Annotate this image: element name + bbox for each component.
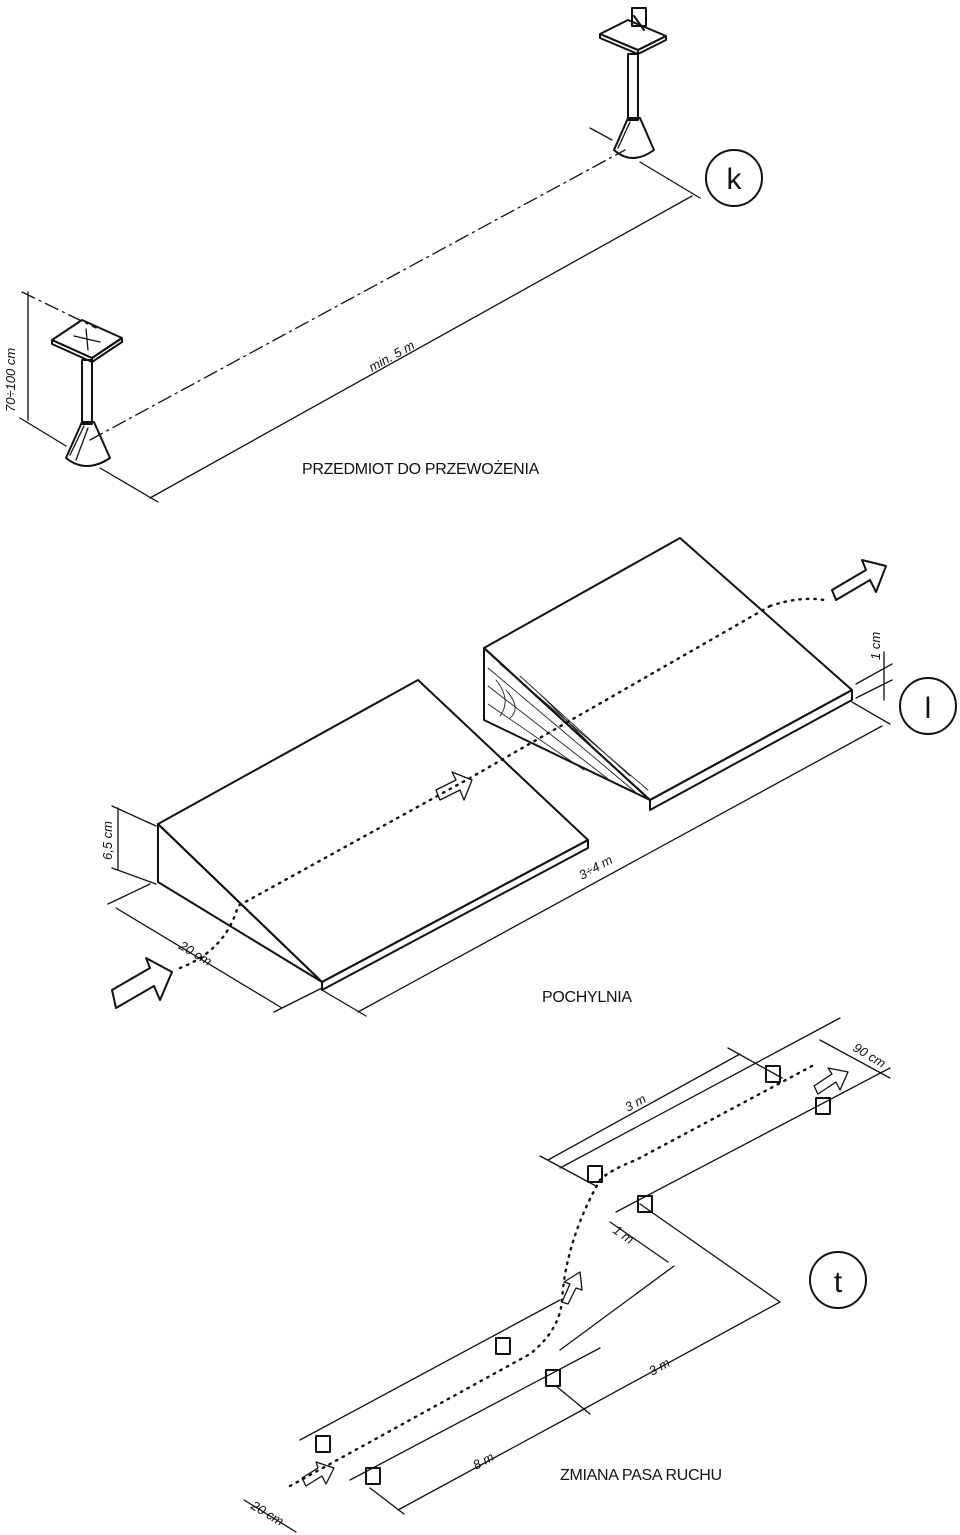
length-dimension-label: min. 5 m xyxy=(366,337,417,374)
cone-marker xyxy=(315,1435,331,1453)
ramp-length-dim-line xyxy=(357,725,883,1013)
wood-grain-hatch xyxy=(487,663,649,797)
label-circle-t xyxy=(809,1251,867,1309)
ramp-length-label: 3÷4 m xyxy=(576,852,615,883)
ramp-width-label: 20 cm xyxy=(176,937,215,969)
bottom-width-dim-line xyxy=(243,1499,297,1533)
lane-change-path xyxy=(288,1064,814,1488)
ramp-width-dim-line xyxy=(115,907,283,1009)
left-ramp xyxy=(157,679,589,991)
step-height-label: 1 cm xyxy=(868,632,883,660)
label-letter-l: l xyxy=(925,692,932,725)
dim-extension-left xyxy=(99,467,159,503)
cone-marker xyxy=(545,1369,561,1387)
mid-arrow-icon xyxy=(435,771,473,801)
cone-markers xyxy=(315,1065,831,1485)
right-ramp-front-edge xyxy=(649,689,853,811)
ramp-height-label: 6,5 cm xyxy=(100,821,115,860)
section-k: min. 5 m 70÷100 cm xyxy=(3,7,763,503)
upper-lane-line-a xyxy=(559,1017,841,1169)
label-circle-k xyxy=(705,149,763,207)
cone-marker xyxy=(637,1195,653,1213)
right-ramp xyxy=(483,537,853,811)
section-l: 6,5 cm 20 cm 3÷4 m 1 cm l POCHYLNIA xyxy=(100,537,957,1017)
lane-width-dim-line xyxy=(819,1039,891,1079)
entry-arrow-icon xyxy=(111,957,173,1009)
right-ramp-side xyxy=(483,647,651,801)
label-circle-l xyxy=(899,677,957,735)
shift-extension xyxy=(639,1203,781,1303)
cone-marker xyxy=(765,1065,781,1083)
shift-label: 1 m xyxy=(610,1222,636,1247)
exit-arrow-icon xyxy=(831,559,887,601)
top-length-dim-line xyxy=(547,1053,741,1161)
cone-marker xyxy=(587,1165,603,1183)
stand-axis-line xyxy=(89,149,626,441)
left-stand xyxy=(51,319,123,467)
mid-length-dim-line xyxy=(581,1301,781,1411)
shift-extension-lower xyxy=(559,1265,675,1351)
label-letter-k: k xyxy=(727,163,743,196)
section-t: 3 m 90 cm 1 m 3 m 8 m 20 cm t ZMIANA PAS… xyxy=(243,1017,891,1533)
label-letter-t: t xyxy=(834,1266,843,1299)
cone-marker xyxy=(365,1467,381,1485)
left-ramp-side xyxy=(157,823,323,983)
right-stand xyxy=(589,7,667,159)
travel-path xyxy=(178,604,772,970)
mid-length-label: 3 m xyxy=(646,1355,672,1379)
top-length-label: 3 m xyxy=(622,1091,648,1115)
caption-l: POCHYLNIA xyxy=(542,989,632,1006)
left-ramp-front-edge xyxy=(321,839,589,991)
dim-extension-right xyxy=(639,161,701,199)
caption-t: ZMIANA PASA RUCHU xyxy=(560,1467,722,1484)
shift-dim-line xyxy=(609,1221,669,1263)
height-dimension-label: 70÷100 cm xyxy=(3,348,18,412)
bottom-width-label: 20 cm xyxy=(248,1497,287,1529)
lower-lane-line-a xyxy=(299,1299,561,1441)
travel-path-exit xyxy=(768,597,826,608)
right-ramp-slope xyxy=(483,537,853,801)
lower-arrow-icon xyxy=(301,1461,335,1487)
cone-marker xyxy=(815,1097,831,1115)
upper-arrow-icon xyxy=(813,1067,849,1095)
cone-marker xyxy=(495,1337,511,1355)
height-ref-line xyxy=(21,291,97,329)
upper-lane-line-b xyxy=(615,1067,891,1213)
height-dim-extension xyxy=(19,417,67,447)
caption-k: PRZEDMIOT DO PRZEWOŻENIA xyxy=(302,459,540,478)
bottom-length-dim-line xyxy=(397,1407,587,1511)
shift-arrow-icon xyxy=(561,1271,583,1305)
length-dimension-line xyxy=(149,195,693,499)
